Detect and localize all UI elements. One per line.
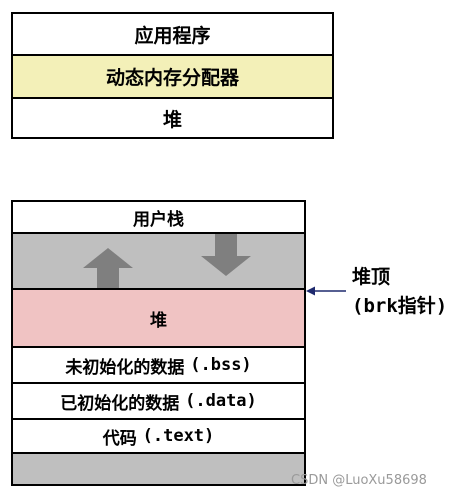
application-label: 应用程序 — [134, 24, 211, 47]
allocator-label: 动态内存分配器 — [105, 67, 239, 89]
arrow-down-icon — [201, 234, 251, 276]
reserved-segment — [13, 452, 304, 484]
allocator-stack-diagram: 应用程序 动态内存分配器 堆 — [11, 12, 334, 139]
heap-segment: 堆 — [13, 288, 304, 346]
memory-layout-diagram: 用户栈 堆 未初始化的数据 (.bss) 已初始化的数据 (.data) 代码 … — [11, 200, 306, 486]
data-label: 已初始化的数据 — [60, 393, 180, 414]
allocator-layer: 动态内存分配器 — [13, 54, 332, 97]
bss-label: 未初始化的数据 — [65, 357, 185, 378]
heap-top-annotation: 堆顶 — [352, 266, 391, 288]
user-stack-segment: 用户栈 — [13, 202, 304, 232]
bss-segment: 未初始化的数据 (.bss) — [13, 346, 304, 382]
brk-pointer-arrow — [306, 286, 346, 296]
brk-annotation-text: (brk指针) — [352, 295, 448, 317]
heap-segment-label: 堆 — [150, 310, 167, 331]
text-section-name: (.text) — [142, 426, 215, 446]
heap-label: 堆 — [162, 108, 182, 131]
arrow-up-icon — [83, 248, 133, 290]
text-segment: 代码 (.text) — [13, 418, 304, 452]
data-segment: 已初始化的数据 (.data) — [13, 382, 304, 418]
user-stack-label: 用户栈 — [133, 209, 184, 230]
watermark: CSDN @LuoXu58698 — [291, 473, 427, 488]
data-section-name: (.data) — [185, 391, 257, 411]
brk-pointer-annotation: (brk指针) — [352, 291, 447, 318]
application-layer: 应用程序 — [13, 14, 332, 54]
free-gap-segment — [13, 232, 304, 290]
heap-layer: 堆 — [13, 97, 332, 137]
bss-section-name: (.bss) — [190, 355, 252, 375]
text-label: 代码 — [102, 428, 137, 449]
